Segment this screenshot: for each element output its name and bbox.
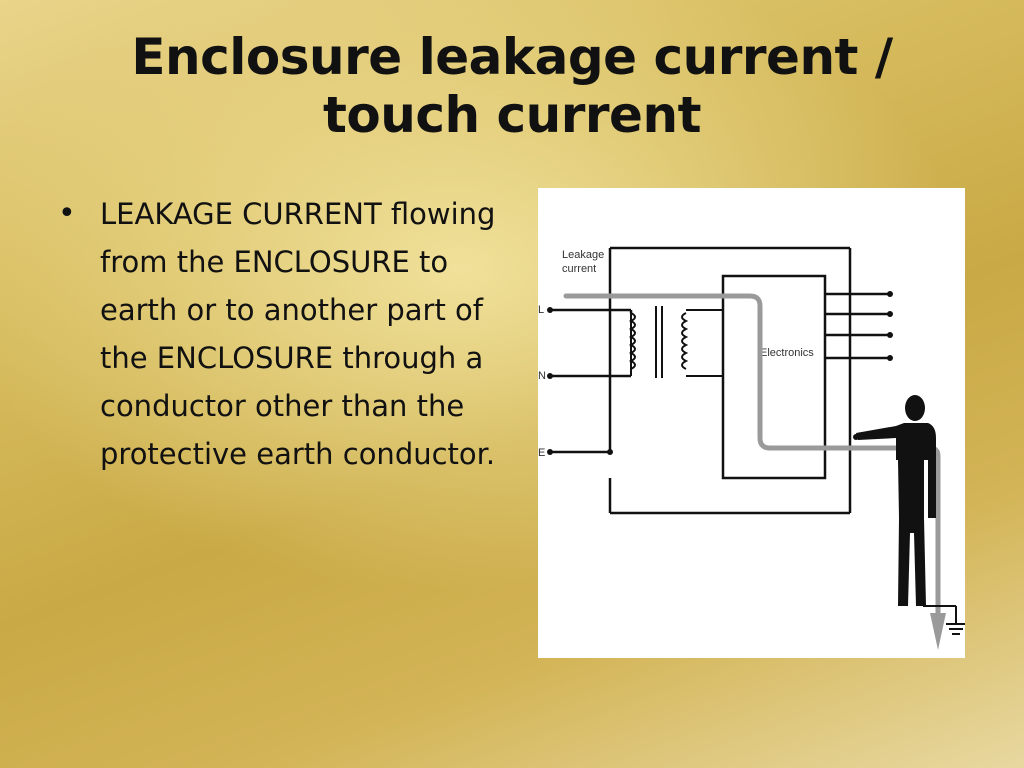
terminal-L <box>547 307 553 313</box>
ground-symbol-icon <box>923 605 965 635</box>
earth-junction <box>607 449 613 455</box>
label-N: N <box>538 370 546 382</box>
bullet-list: • LEAKAGE CURRENT flowing from the ENCLO… <box>58 190 498 478</box>
leakage-label-1: Leakage <box>562 249 604 261</box>
enclosure-outline <box>608 246 852 515</box>
touch-point <box>853 434 859 440</box>
bullet-text: LEAKAGE CURRENT flowing from the ENCLOSU… <box>100 197 496 471</box>
bullet-dot: • <box>58 196 76 231</box>
leakage-arrow-head <box>930 613 946 650</box>
leakage-diagram-svg: Leakage current L N E <box>538 246 965 650</box>
electronics-box <box>721 274 827 480</box>
input-lines <box>550 308 633 454</box>
leakage-current-path <box>563 293 941 619</box>
leakage-diagram: Leakage current L N E <box>538 188 965 658</box>
slide-title: Enclosure leakage current / touch curren… <box>0 28 1024 144</box>
transformer-icon <box>628 306 723 378</box>
label-E: E <box>538 447 545 459</box>
label-L: L <box>538 304 544 316</box>
terminal-N <box>547 373 553 379</box>
title-line-1: Enclosure leakage current / <box>131 28 893 86</box>
leakage-label-2: current <box>562 263 596 275</box>
electronics-label: Electronics <box>760 347 814 359</box>
output-terminals <box>887 291 893 361</box>
terminal-E <box>547 449 553 455</box>
title-line-2: touch current <box>323 86 701 144</box>
output-lines <box>825 292 890 360</box>
person-silhouette-icon <box>856 395 936 606</box>
